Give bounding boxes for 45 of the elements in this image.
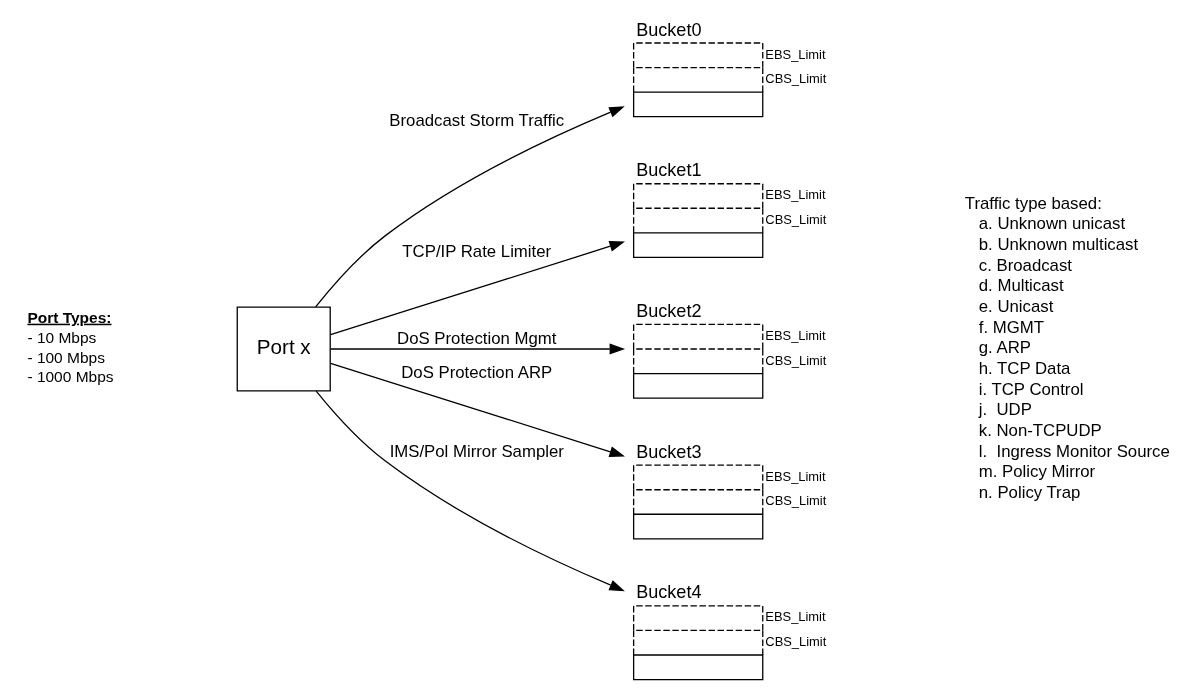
edge-label: DoS Protection Mgmt bbox=[397, 329, 557, 349]
arrow bbox=[329, 362, 625, 457]
node-label: CBS_Limit bbox=[765, 493, 827, 509]
label: k. Non-TCPUDP bbox=[978, 421, 1102, 441]
label: h. TCP Data bbox=[978, 359, 1071, 379]
node-label: EBS_Limit bbox=[765, 609, 826, 625]
label: - 1000 Mbps bbox=[27, 368, 114, 386]
label: c. Broadcast bbox=[978, 255, 1072, 275]
label: e. Unicast bbox=[978, 297, 1054, 317]
node-label: EBS_Limit bbox=[765, 327, 826, 343]
node-label: CBS_Limit bbox=[765, 352, 827, 368]
edge-label: IMS/Pol Mirror Sampler bbox=[389, 441, 564, 461]
label: g. ARP bbox=[978, 338, 1031, 358]
label: - 100 Mbps bbox=[27, 348, 105, 366]
label: Port Types: bbox=[27, 308, 112, 326]
edge-label: TCP/IP Rate Limiter bbox=[402, 241, 552, 261]
edge-label: Broadcast Storm Traffic bbox=[389, 111, 565, 131]
arrow bbox=[329, 343, 626, 355]
label: Traffic type based: bbox=[964, 193, 1102, 213]
label: a. Unknown unicast bbox=[978, 214, 1126, 234]
node-label: EBS_Limit bbox=[765, 468, 826, 484]
edge-label: DoS Protection ARP bbox=[401, 362, 553, 382]
arrow bbox=[329, 241, 625, 336]
label: l. Ingress Monitor Source bbox=[978, 441, 1170, 461]
node-label: Bucket3 bbox=[636, 441, 702, 462]
label: j. UDP bbox=[978, 400, 1032, 420]
label: d. Multicast bbox=[978, 276, 1064, 296]
node-label: CBS_Limit bbox=[765, 633, 827, 649]
label: m. Policy Mirror bbox=[978, 462, 1096, 482]
arrow bbox=[315, 390, 625, 592]
label: b. Unknown multicast bbox=[978, 235, 1139, 255]
node-label: CBS_Limit bbox=[765, 211, 827, 227]
label: - 10 Mbps bbox=[27, 329, 97, 347]
label: i. TCP Control bbox=[978, 379, 1084, 399]
node-label: Bucket1 bbox=[636, 160, 702, 181]
node-label: Bucket0 bbox=[636, 19, 702, 40]
node-label: CBS_Limit bbox=[765, 71, 827, 87]
label: n. Policy Trap bbox=[978, 483, 1081, 502]
node-box: Port x bbox=[236, 306, 331, 392]
node-label: Bucket4 bbox=[636, 582, 702, 603]
node-label: EBS_Limit bbox=[765, 46, 826, 62]
label: f. MGMT bbox=[978, 317, 1044, 337]
arrow bbox=[315, 106, 625, 308]
node-label: EBS_Limit bbox=[765, 187, 826, 203]
node-label: Bucket2 bbox=[636, 300, 702, 321]
